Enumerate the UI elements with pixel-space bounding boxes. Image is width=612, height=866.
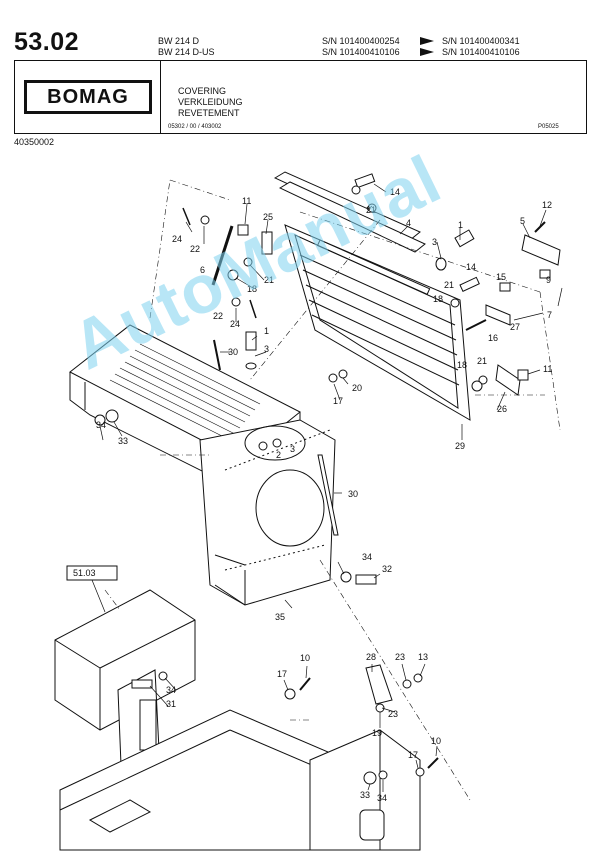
arrow-right-icon	[420, 37, 434, 45]
callout-label: 5	[520, 216, 525, 226]
callout-label: 22	[190, 244, 200, 254]
hood-assembly	[69, 324, 336, 606]
callout-label: 23	[395, 652, 405, 662]
callout-label: 1	[264, 326, 269, 336]
callout-numbers: 14 21 4 1 3 5 12 11 25 24 22 6 21 18 22 …	[73, 187, 552, 803]
machine-frame	[54, 589, 421, 851]
callout-label: 12	[542, 200, 552, 210]
serial-from: S/N 101400410106	[322, 47, 400, 57]
rubber-strip-30-small	[213, 339, 221, 371]
callout-label: 6	[200, 265, 205, 275]
leader-lines	[99, 183, 563, 792]
callout-label: 31	[166, 699, 176, 709]
callout-label: 18	[247, 284, 257, 294]
callout-label: 7	[547, 310, 552, 320]
callout-label: 24	[172, 234, 182, 244]
model-name: BW 214 D-US	[158, 47, 215, 57]
title-de: VERKLEIDUNG	[178, 97, 243, 107]
callout-label: 1	[458, 220, 463, 230]
top-strip	[273, 171, 426, 253]
callout-label: 33	[118, 436, 128, 446]
page-number: 53.02	[14, 28, 80, 56]
document-number: 40350002	[14, 137, 55, 147]
callout-label: 18	[457, 360, 467, 370]
fasteners	[94, 173, 551, 785]
callout-label: 11	[543, 364, 552, 374]
logo-text: BOMAG	[47, 85, 129, 108]
callout-label: 14	[466, 262, 476, 272]
callout-label: 17	[408, 750, 418, 760]
serial-to: S/N 101400410106	[442, 47, 520, 57]
callout-label: 3	[264, 344, 269, 354]
callout-label: 34	[96, 420, 106, 430]
callout-label: 21	[444, 280, 454, 290]
assembly-lines	[104, 179, 561, 801]
callout-label: 35	[275, 612, 285, 622]
callout-label: 3	[290, 444, 295, 454]
bomag-logo: BOMAG	[24, 80, 152, 114]
callout-label: 32	[382, 564, 392, 574]
title-block	[14, 60, 587, 134]
callout-label: 18	[433, 294, 443, 304]
reference-code: 05302 / 00 / 403002	[168, 124, 222, 130]
callout-label: 2	[276, 450, 281, 460]
callout-label: 29	[455, 441, 465, 451]
callout-label: 16	[488, 333, 498, 343]
bracket-26	[495, 364, 521, 396]
callout-label: 25	[263, 212, 273, 222]
callout-label: 9	[546, 275, 551, 285]
serial-to: S/N 101400400341	[442, 36, 520, 46]
rubber-strip-30	[317, 454, 339, 536]
callout-label: 30	[228, 347, 238, 357]
callout-label: 22	[213, 311, 223, 321]
callout-label: 21	[366, 205, 376, 215]
bracket-28	[365, 664, 393, 705]
figure-code: P05025	[538, 124, 559, 130]
callout-label: 10	[431, 736, 441, 746]
arrow-right-icon	[420, 48, 434, 56]
callout-label: 14	[390, 187, 400, 197]
callout-label: 34	[377, 793, 387, 803]
callout-label: 11	[242, 196, 251, 206]
callout-label: 19	[372, 728, 382, 738]
callout-label: 3	[432, 237, 437, 247]
callout-label: 13	[418, 652, 428, 662]
callout-label: 17	[333, 396, 343, 406]
callout-label: 27	[510, 322, 520, 332]
callout-label: 10	[300, 653, 310, 663]
title-en: COVERING	[178, 86, 227, 96]
bracket-27	[485, 304, 511, 326]
title-fr: REVETEMENT	[178, 108, 240, 118]
callout-label: 17	[277, 669, 287, 679]
callout-label: 21	[477, 356, 487, 366]
callout-label: 34	[166, 685, 176, 695]
title-block-divider	[160, 60, 161, 134]
callout-label: 26	[497, 404, 507, 414]
callout-label: 15	[496, 272, 506, 282]
serial-from: S/N 101400400254	[322, 36, 400, 46]
callout-label: 23	[388, 709, 398, 719]
callout-label: 4	[406, 218, 411, 228]
callout-label: 34	[362, 552, 372, 562]
callout-label: 28	[366, 652, 376, 662]
bracket-5	[521, 234, 561, 266]
callout-label: 20	[352, 383, 362, 393]
callout-label: 33	[360, 790, 370, 800]
cross-reference: 51.03	[73, 568, 96, 578]
callout-label: 30	[348, 489, 358, 499]
model-name: BW 214 D	[158, 36, 200, 46]
callout-label: 21	[264, 275, 274, 285]
louvre-panel	[284, 224, 471, 421]
gas-strut	[211, 225, 234, 286]
callout-label: 24	[230, 319, 240, 329]
